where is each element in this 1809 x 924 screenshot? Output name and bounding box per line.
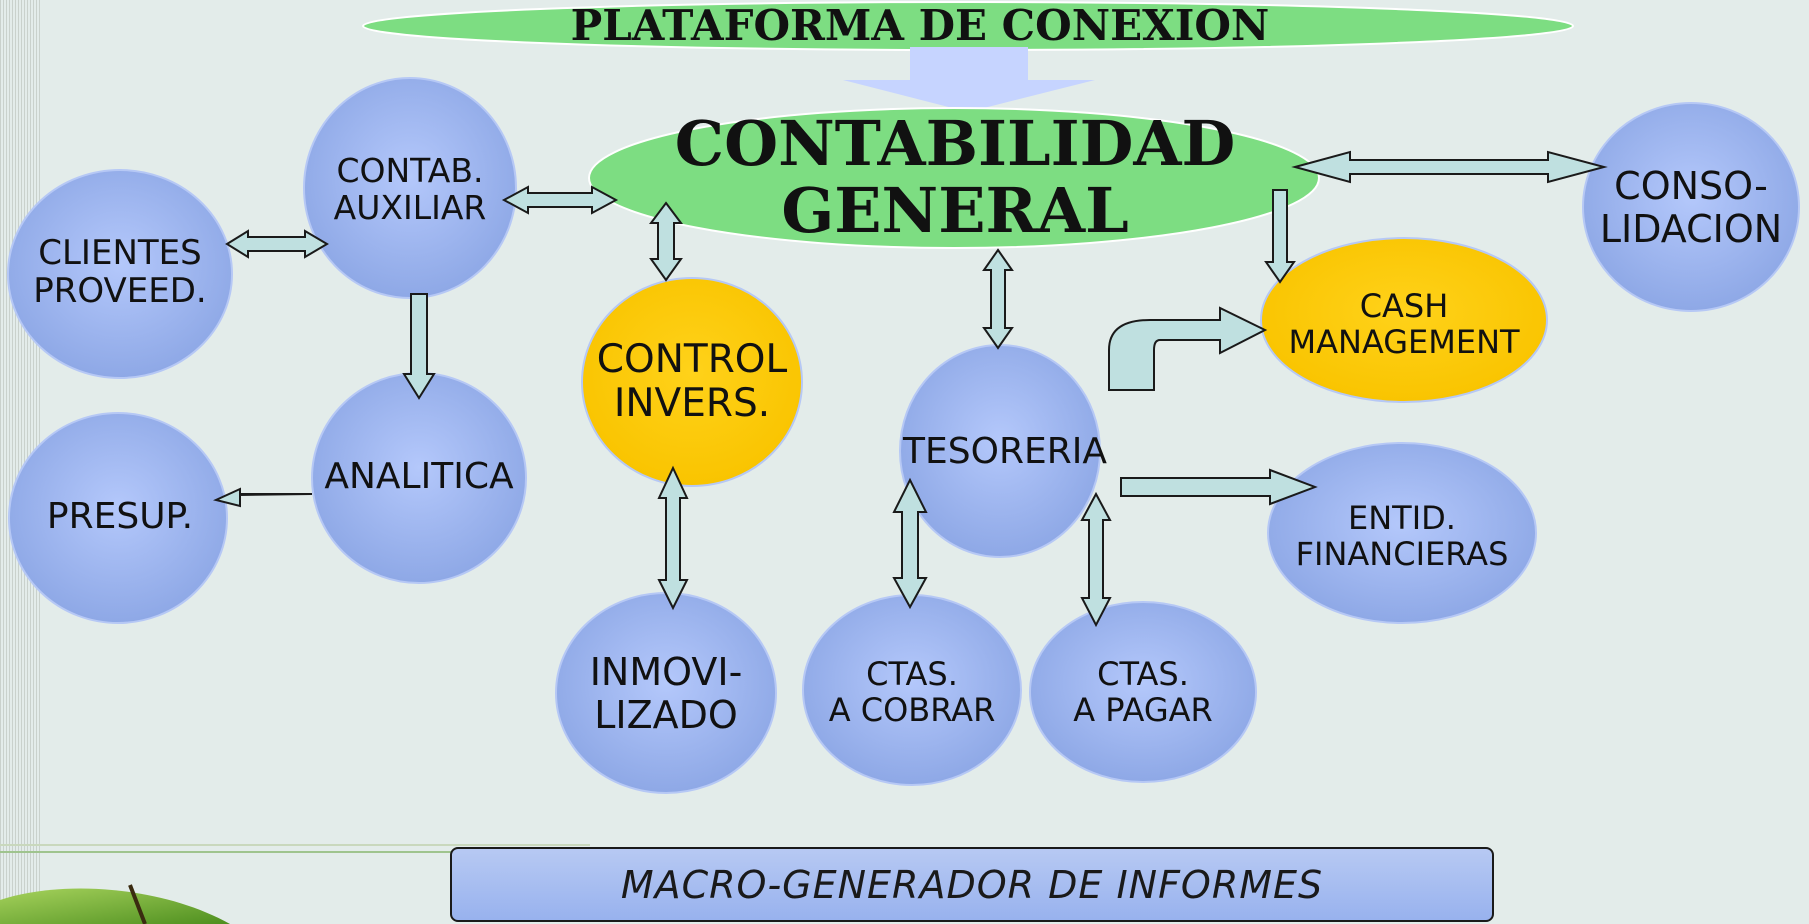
label-entid-financieras: ENTID. FINANCIERAS xyxy=(1295,499,1509,573)
node-consolidacion xyxy=(1582,102,1800,312)
node-ctas-pagar xyxy=(1029,601,1257,783)
arrow-clientes-contab xyxy=(225,229,329,259)
node-control-invers xyxy=(581,277,803,487)
leaf-decoration xyxy=(0,844,590,924)
arrow-center-tesoreria xyxy=(982,248,1014,350)
arrow-analitica-presup xyxy=(212,487,313,508)
down-arrow-to-center xyxy=(843,47,1095,112)
arrow-control-inmovilizado xyxy=(657,465,689,611)
label-cash-management: CASH MANAGEMENT xyxy=(1288,287,1520,361)
arrow-tesoreria-cobrar xyxy=(892,477,928,610)
arrow-tesoreria-entid xyxy=(1120,468,1318,506)
node-entid-financieras xyxy=(1267,442,1537,624)
diagram-title: PLATAFORMA DE CONEXION xyxy=(570,1,1270,51)
footer-banner: MACRO-GENERADOR DE INFORMES xyxy=(450,847,1494,922)
node-clientes xyxy=(7,169,233,379)
label-control-invers: CONTROL INVERS. xyxy=(596,337,788,426)
footer-label: MACRO-GENERADOR DE INFORMES xyxy=(620,862,1324,907)
arrow-tesoreria-pagar xyxy=(1080,491,1112,628)
label-clientes: CLIENTES PROVEED. xyxy=(33,232,207,311)
label-tesoreria: TESORERIA xyxy=(903,430,1107,472)
arrow-center-consolidacion xyxy=(1291,150,1608,184)
arrow-contab-analitica xyxy=(402,293,436,400)
label-presup: PRESUP. xyxy=(46,495,194,537)
arrow-center-control xyxy=(649,201,683,282)
center-label: CONTABILIDAD GENERAL xyxy=(674,107,1236,247)
label-inmovilizado: INMOVI- LIZADO xyxy=(589,650,743,737)
arrow-contab-center xyxy=(501,185,619,215)
label-ctas-cobrar: CTAS. A COBRAR xyxy=(828,655,996,729)
arrow-center-cash xyxy=(1264,189,1296,284)
label-ctas-pagar: CTAS. A PAGAR xyxy=(1073,655,1213,729)
center-ellipse xyxy=(588,107,1320,249)
label-analitica: ANALITICA xyxy=(324,455,514,497)
node-cash-management xyxy=(1260,237,1548,403)
label-consolidacion: CONSO- LIDACION xyxy=(1599,164,1783,251)
label-contab-auxiliar: CONTAB. AUXILIAR xyxy=(333,151,487,227)
node-presup xyxy=(8,412,228,624)
arrow-tesoreria-cash-curved xyxy=(1108,306,1268,391)
